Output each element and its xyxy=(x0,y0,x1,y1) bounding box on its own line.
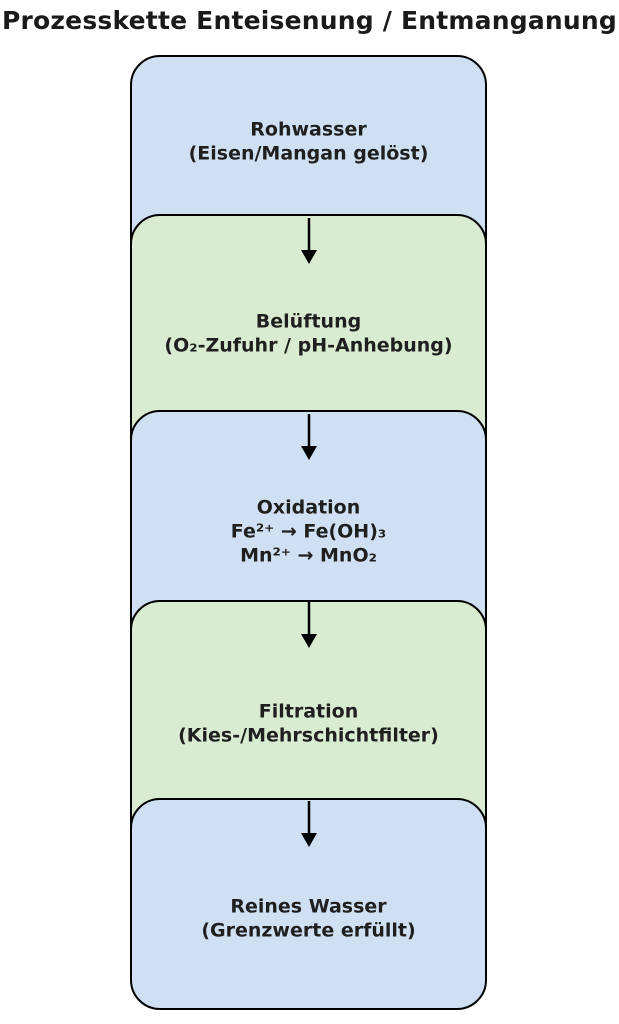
step-belueftung-text: Belüftung (O₂-Zufuhr / pH-Anhebung) xyxy=(132,310,485,358)
step-sublabel: (Grenzwerte erfüllt) xyxy=(201,919,416,941)
step-label: Belüftung xyxy=(255,310,362,333)
flow-arrow-down-icon xyxy=(301,414,317,460)
step-sublabel: (O₂-Zufuhr / pH-Anhebung) xyxy=(164,334,453,356)
step-label: Filtration xyxy=(258,700,359,723)
step-formula-manganese: Mn²⁺ → MnO₂ xyxy=(240,543,377,566)
step-sublabel: (Kies-/Mehrschichtfilter) xyxy=(178,724,439,746)
step-label: Oxidation xyxy=(256,496,361,519)
diagram-title: Prozesskette Enteisenung / Entmanganung xyxy=(2,6,617,35)
flow-arrow-down-icon xyxy=(301,602,317,648)
flow-arrow-down-icon xyxy=(301,218,317,264)
flow-arrow-down-icon xyxy=(301,801,317,847)
step-sublabel: (Eisen/Mangan gelöst) xyxy=(188,142,429,164)
step-label: Reines Wasser xyxy=(230,895,387,918)
step-filtration-text: Filtration (Kies-/Mehrschichtfilter) xyxy=(132,700,485,748)
step-oxidation-text: Oxidation Fe²⁺ → Fe(OH)₃ Mn²⁺ → MnO₂ xyxy=(132,496,485,567)
step-rohwasser-text: Rohwasser (Eisen/Mangan gelöst) xyxy=(132,118,485,166)
step-label: Rohwasser xyxy=(250,118,367,141)
step-reines-wasser-text: Reines Wasser (Grenzwerte erfüllt) xyxy=(132,895,485,943)
step-formula-iron: Fe²⁺ → Fe(OH)₃ xyxy=(230,520,387,543)
